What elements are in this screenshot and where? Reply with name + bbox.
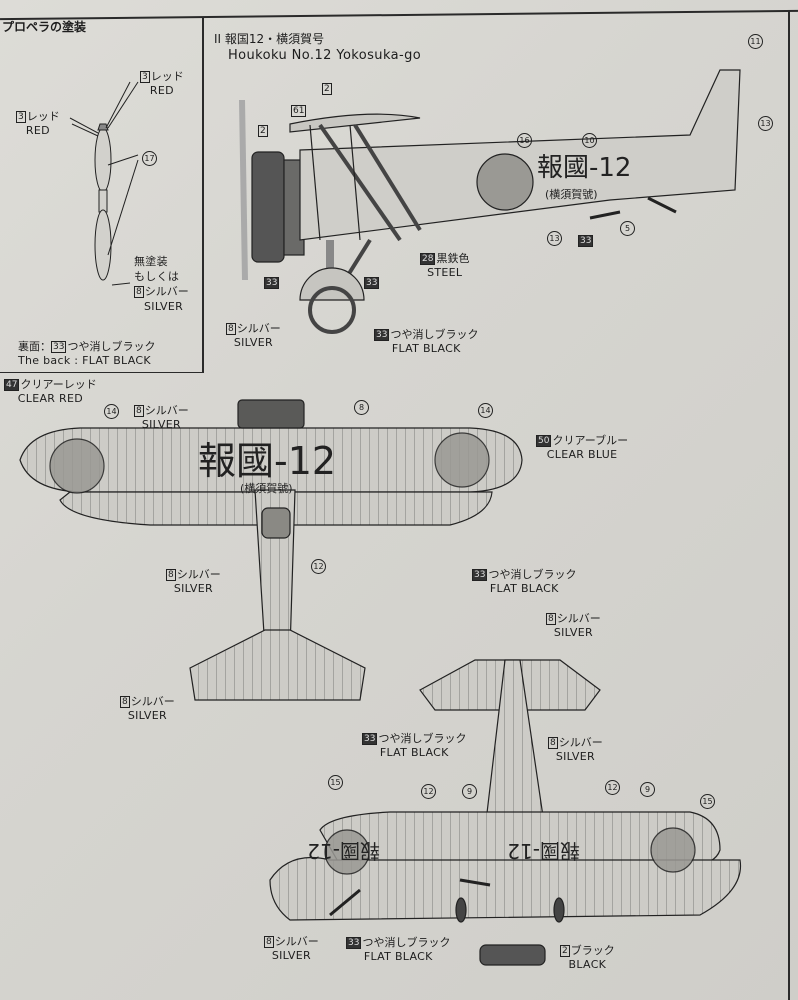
decal-16: 16: [517, 133, 532, 148]
decal-17: 17: [142, 151, 157, 166]
top-wing-marking: 報國-12: [198, 439, 336, 483]
decal-5: 5: [620, 221, 635, 236]
prop-back-callout: 33: [264, 277, 280, 289]
decal-15-left: 15: [328, 775, 343, 790]
belly-callout: 33: [578, 235, 594, 247]
decal-15-right: 15: [700, 794, 715, 809]
decal-12-left: 12: [421, 784, 436, 799]
decal-13-tail: 13: [758, 116, 773, 131]
top-wing-sub-marking: (横須賀號): [240, 481, 293, 495]
propeller-box-bottom: [0, 372, 204, 373]
side-fuselage-marking: 報國-12: [537, 153, 631, 183]
side-fuselage-sub-marking: (横須賀號): [545, 187, 598, 201]
decal-9-left: 9: [462, 784, 477, 799]
right-border: [788, 10, 790, 1000]
strut-callout: 33: [364, 277, 380, 289]
decal-8: 8: [354, 400, 369, 415]
bottom-right-wing-marking: 報國-12: [507, 839, 580, 863]
decal-11: 11: [748, 34, 763, 49]
decal-13-lower: 13: [547, 231, 562, 246]
side-view-drawing: [239, 69, 741, 334]
top-view-drawing: [19, 399, 523, 701]
scheme-title-jp: II 報国12・横須賀号: [214, 32, 325, 46]
bottom-left-wing-marking: 報國-12: [307, 839, 380, 863]
decal-9-right: 9: [640, 782, 655, 797]
decal-10: 10: [582, 133, 597, 148]
propeller-section-title: プロペラの塗装: [2, 20, 87, 34]
bottom-view-drawing: [269, 659, 742, 966]
decal-12-right: 12: [605, 780, 620, 795]
propeller-box-divider: [202, 18, 204, 373]
propeller-drawing: [69, 81, 139, 286]
wing-edge-callout: 2: [322, 83, 332, 95]
scheme-title-en: Houkoku No.12 Yokosuka-go: [228, 48, 422, 63]
decal-14-right: 14: [478, 403, 493, 418]
decal-14-left: 14: [104, 404, 119, 419]
decal-12-top: 12: [311, 559, 326, 574]
cowl-callout: 2: [258, 125, 268, 137]
exhaust-callout: 61: [291, 105, 307, 117]
